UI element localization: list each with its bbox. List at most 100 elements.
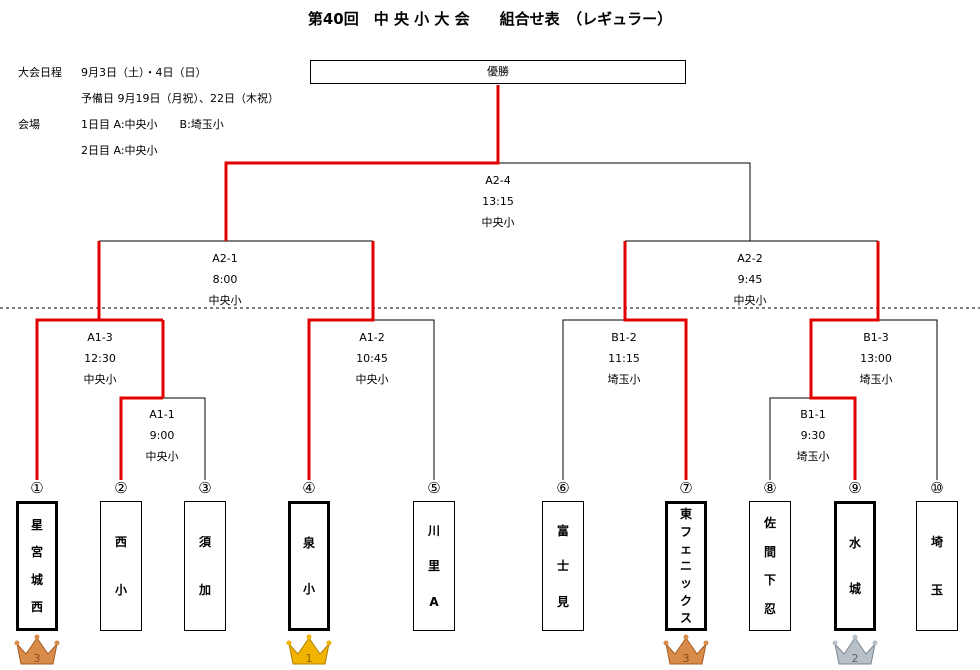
bracket-black-lines (99, 162, 938, 480)
team-char: 見 (556, 594, 569, 609)
match-venue: 中央小 (733, 294, 767, 307)
team-char: 城 (30, 572, 43, 587)
team-char: ェ (679, 541, 692, 556)
match-id: B1-2 (611, 331, 637, 344)
reserve-value: 予備日 9月19日（月祝）、22日（木祝） (81, 92, 279, 105)
schedule-label: 大会日程 (18, 66, 62, 79)
page-title: 第40回 中 央 小 大 会 組合せ表 （レギュラー） (307, 10, 673, 28)
team-box-3: 須 加 (184, 501, 226, 631)
team-char: 水 (848, 536, 861, 550)
venue-label: 会場 (18, 118, 40, 131)
team-char: 星 (30, 517, 43, 532)
team-box-7: 東 フ ェ ニ ッ ク ス (665, 501, 707, 631)
team-box-6: 富 士 見 (542, 501, 584, 631)
match-time: 12:30 (84, 352, 116, 365)
team-char: 須 (198, 535, 211, 550)
team-box-10: 埼 玉 (916, 501, 958, 631)
team-number: ③ (198, 479, 212, 497)
team-char: ク (679, 593, 692, 608)
team-char: 富 (556, 523, 569, 538)
match-time: 10:45 (356, 352, 388, 365)
match-venue: 中央小 (83, 373, 117, 386)
bronze-crown-icon: 3 (14, 634, 60, 665)
team-char: 玉 (930, 582, 943, 597)
winner-line-team7 (623, 241, 688, 480)
team-number: ⑩ (930, 479, 944, 497)
gold-crown-icon: 1 (286, 634, 332, 665)
match-time: 9:30 (800, 429, 826, 442)
team-char: 埼 (930, 535, 943, 550)
match-b13: B1-3 13:00 埼玉小 (816, 327, 936, 390)
match-venue: 中央小 (208, 294, 242, 307)
line-a12-right (373, 319, 435, 480)
team-char: 里 (427, 559, 440, 573)
venue-day1: 1日目 A:中央小 B:埼玉小 (81, 118, 224, 131)
team-char: ス (679, 610, 692, 625)
team-char: 川 (427, 523, 440, 538)
svg-text:1: 1 (306, 652, 313, 665)
team-number: ④ (302, 479, 316, 497)
match-venue: 中央小 (355, 373, 389, 386)
team-char: 間 (763, 544, 776, 559)
line-b12-left (562, 319, 625, 480)
match-time: 11:15 (608, 352, 640, 365)
team-char: 佐 (763, 516, 776, 531)
svg-text:3: 3 (34, 652, 41, 665)
match-id: A1-3 (87, 331, 113, 344)
match-a11: A1-1 9:00 中央小 (102, 404, 222, 467)
team-char: 泉 (302, 536, 315, 550)
match-venue: 埼玉小 (796, 450, 830, 463)
bronze-crown-icon: 3 (663, 634, 709, 665)
team-box-8: 佐 間 下 忍 (749, 501, 791, 631)
match-venue: 埼玉小 (607, 373, 641, 386)
match-b12: B1-2 11:15 埼玉小 (564, 327, 684, 390)
team-number: ① (30, 479, 44, 497)
line-a24-right (498, 162, 751, 241)
team-box-4: 泉 小 (288, 501, 330, 631)
bracket-winner-lines (35, 85, 880, 480)
match-a21: A2-1 8:00 中央小 (165, 248, 285, 311)
match-time: 13:00 (860, 352, 892, 365)
team-char: フ (679, 524, 692, 539)
team-number: ⑧ (763, 479, 777, 497)
line-b13-right (878, 319, 938, 480)
svg-text:3: 3 (683, 652, 690, 665)
team-number: ⑥ (556, 479, 570, 497)
team-char: 小 (302, 582, 315, 596)
match-a12: A1-2 10:45 中央小 (312, 327, 432, 390)
match-a13: A1-3 12:30 中央小 (40, 327, 160, 390)
match-id: B1-1 (800, 408, 826, 421)
match-time: 8:00 (212, 273, 238, 286)
match-venue: 埼玉小 (859, 373, 893, 386)
match-venue: 中央小 (145, 450, 179, 463)
match-id: B1-3 (863, 331, 889, 344)
team-char: 加 (198, 582, 211, 597)
team-char: 忍 (763, 601, 776, 616)
winner-line-team9 (809, 241, 880, 480)
winner-line-team4 (307, 241, 375, 480)
line-a11-right (163, 397, 206, 480)
winner-line-final (224, 85, 500, 241)
match-a22: A2-2 9:45 中央小 (690, 248, 810, 311)
silver-crown-icon: 2 (832, 634, 878, 665)
match-id: A2-1 (212, 252, 238, 265)
team-char: 西 (114, 535, 127, 550)
team-box-2: 西 小 (100, 501, 142, 631)
match-id: A2-2 (737, 252, 763, 265)
team-char: 下 (763, 573, 776, 588)
team-char: 小 (114, 582, 127, 597)
match-id: A1-2 (359, 331, 385, 344)
team-number: ② (114, 479, 128, 497)
team-char: 東 (679, 507, 692, 522)
schedule-value: 9月3日（土）・4日（日） (81, 66, 207, 79)
team-number: ⑨ (848, 479, 862, 497)
match-id: A1-1 (149, 408, 175, 421)
match-time: 9:45 (737, 273, 763, 286)
team-box-9: 水 城 (834, 501, 876, 631)
match-id: A2-4 (485, 174, 511, 187)
match-time: 13:15 (482, 195, 514, 208)
team-char: ッ (679, 576, 692, 591)
team-char: A (429, 594, 439, 609)
match-venue: 中央小 (481, 216, 515, 229)
